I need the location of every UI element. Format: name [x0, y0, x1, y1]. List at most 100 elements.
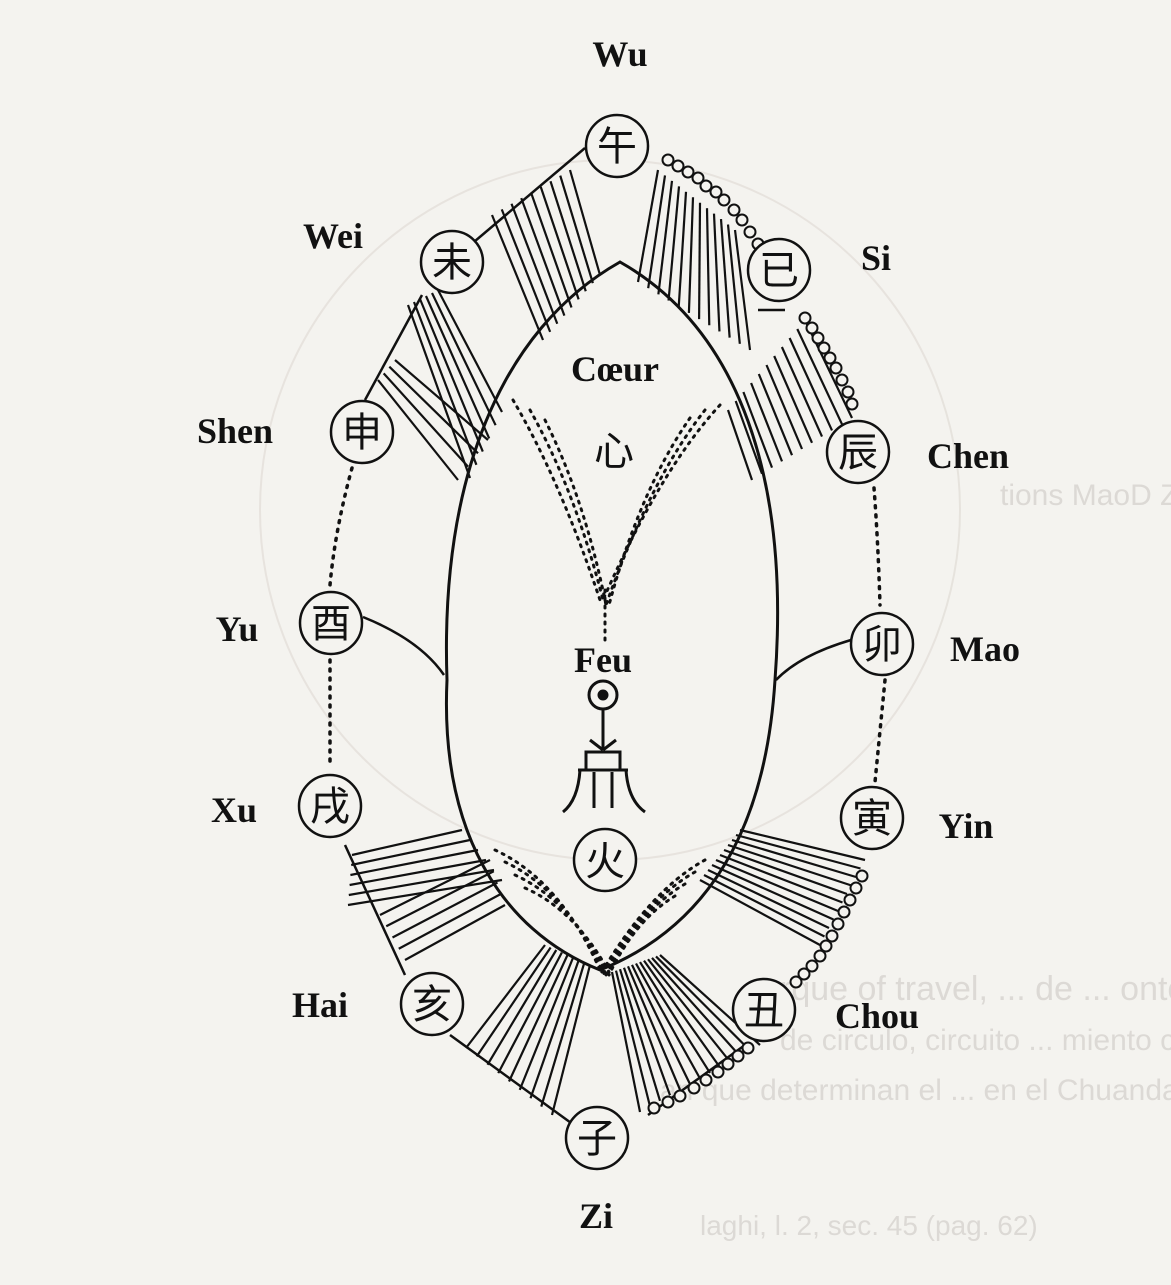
branch-glyph-yu: 酉 [311, 601, 351, 647]
flow-l4 [523, 886, 611, 974]
branch-glyph-hai: 亥 [412, 982, 452, 1028]
band-si-right [726, 319, 853, 481]
band-yin-left-line [715, 858, 839, 913]
band-yin-left-line [727, 843, 852, 887]
branch-glyph-wei: 未 [432, 240, 472, 286]
band-xu-left [347, 828, 503, 907]
band-wu-right-line [719, 219, 731, 338]
band-wu-right-line [677, 191, 688, 307]
branch-nodes: 午未已申辰酉卯戌寅亥丑子 [297, 113, 915, 1171]
label-zi: Zi [579, 1196, 613, 1236]
bead-chain-yin-chou [789, 869, 869, 989]
flow-u1 [511, 398, 602, 602]
flow-r3 [604, 882, 687, 977]
lamp-icon [562, 679, 646, 814]
band-wu-right-line [657, 180, 674, 295]
bead [843, 893, 857, 907]
branch-node-zi: 子 [564, 1105, 630, 1171]
branch-glyph-yin: 寅 [852, 796, 892, 842]
flow-l3 [513, 873, 608, 974]
bead [661, 153, 675, 167]
branch-glyph-chou: 丑 [744, 988, 784, 1034]
band-hai-right-line [385, 870, 495, 928]
flow-u5 [604, 408, 707, 607]
flow-l2 [503, 860, 605, 974]
band-zi-right-line [655, 955, 751, 1052]
band-zi-right-line [626, 965, 682, 1091]
band-wu-right-line [687, 197, 695, 313]
band-wu-right-line [636, 169, 660, 283]
branch-glyph-zi: 子 [577, 1116, 617, 1162]
branch-node-si: 已 [746, 237, 812, 303]
rim-hai-zi [449, 1033, 579, 1130]
band-zi-left-line [508, 954, 569, 1082]
bead [845, 397, 859, 411]
bead-chain-si-chen [798, 311, 859, 411]
bead [841, 385, 855, 399]
branch-circle-yin [839, 785, 905, 851]
band-wu-left-line [510, 203, 559, 325]
bead [849, 881, 863, 895]
band-wu-right-line [733, 229, 752, 351]
band-zi-left-line [540, 962, 586, 1107]
band-yin-left-line [731, 838, 857, 879]
bead [681, 165, 695, 179]
branch-circle-zi [564, 1105, 630, 1171]
branch-circle-chen [825, 419, 891, 485]
band-shen-left-line [377, 379, 459, 481]
rim-wu-wei [454, 147, 586, 259]
center-group: Cœur 心 Feu 火 [562, 349, 659, 893]
label-hai: Hai [292, 985, 348, 1025]
band-wei-left-line [406, 304, 472, 479]
band-wu-left [490, 169, 602, 341]
band-zi-right-line [622, 967, 672, 1096]
band-wu-left-line [539, 186, 580, 300]
element-label: Feu [574, 640, 632, 680]
band-wu-right-line [647, 175, 667, 289]
bead [837, 905, 851, 919]
branch-labels: Wu Wei Si Shen Chen Yu Mao Xu Yin Hai Ch… [197, 34, 1020, 1236]
band-xu-left-line [348, 868, 495, 897]
band-zi-right-line [639, 961, 711, 1074]
fire-glyph-circle [572, 827, 638, 893]
organ-label: Cœur [571, 349, 659, 389]
bead [699, 1073, 713, 1087]
inner-flows [493, 398, 722, 977]
band-wei-left-line [412, 301, 478, 466]
branch-node-yin: 寅 [839, 785, 905, 851]
bead [711, 1065, 725, 1079]
label-yin: Yin [939, 806, 994, 846]
bead [811, 331, 825, 345]
bead-chains [647, 153, 869, 1115]
branch-glyph-wu: 午 [597, 124, 637, 170]
label-shen: Shen [197, 411, 273, 451]
band-wu-right-line [667, 186, 681, 301]
label-wei: Wei [303, 216, 363, 256]
branch-circle-si [746, 237, 812, 303]
band-hai-right [379, 859, 506, 961]
label-yu: Yu [216, 609, 259, 649]
bead [727, 203, 741, 217]
band-zi-left-line [475, 946, 552, 1057]
branch-circle-shen [329, 399, 395, 465]
band-zi-right-line [643, 960, 721, 1068]
branch-node-yu: 酉 [298, 590, 364, 656]
band-yin-left-line [711, 863, 834, 921]
bead [673, 1089, 687, 1103]
element-glyph: 火 [585, 839, 625, 885]
branch-circle-chou [731, 977, 797, 1043]
flow-u6 [607, 416, 692, 607]
branch-node-chou: 丑 [731, 977, 797, 1043]
bead [687, 1081, 701, 1095]
band-yin-left-line [735, 833, 861, 870]
flow-l1 [493, 848, 602, 972]
flow-r2 [601, 870, 697, 977]
branch-node-xu: 戌 [297, 773, 363, 839]
band-shen-left [377, 359, 489, 481]
branch-node-mao: 卯 [849, 611, 915, 677]
band-zi-right-line [635, 962, 701, 1080]
band-zi-left-line [529, 959, 580, 1099]
rim-xu-hai [343, 844, 407, 976]
band-wu-left-line [559, 175, 594, 284]
